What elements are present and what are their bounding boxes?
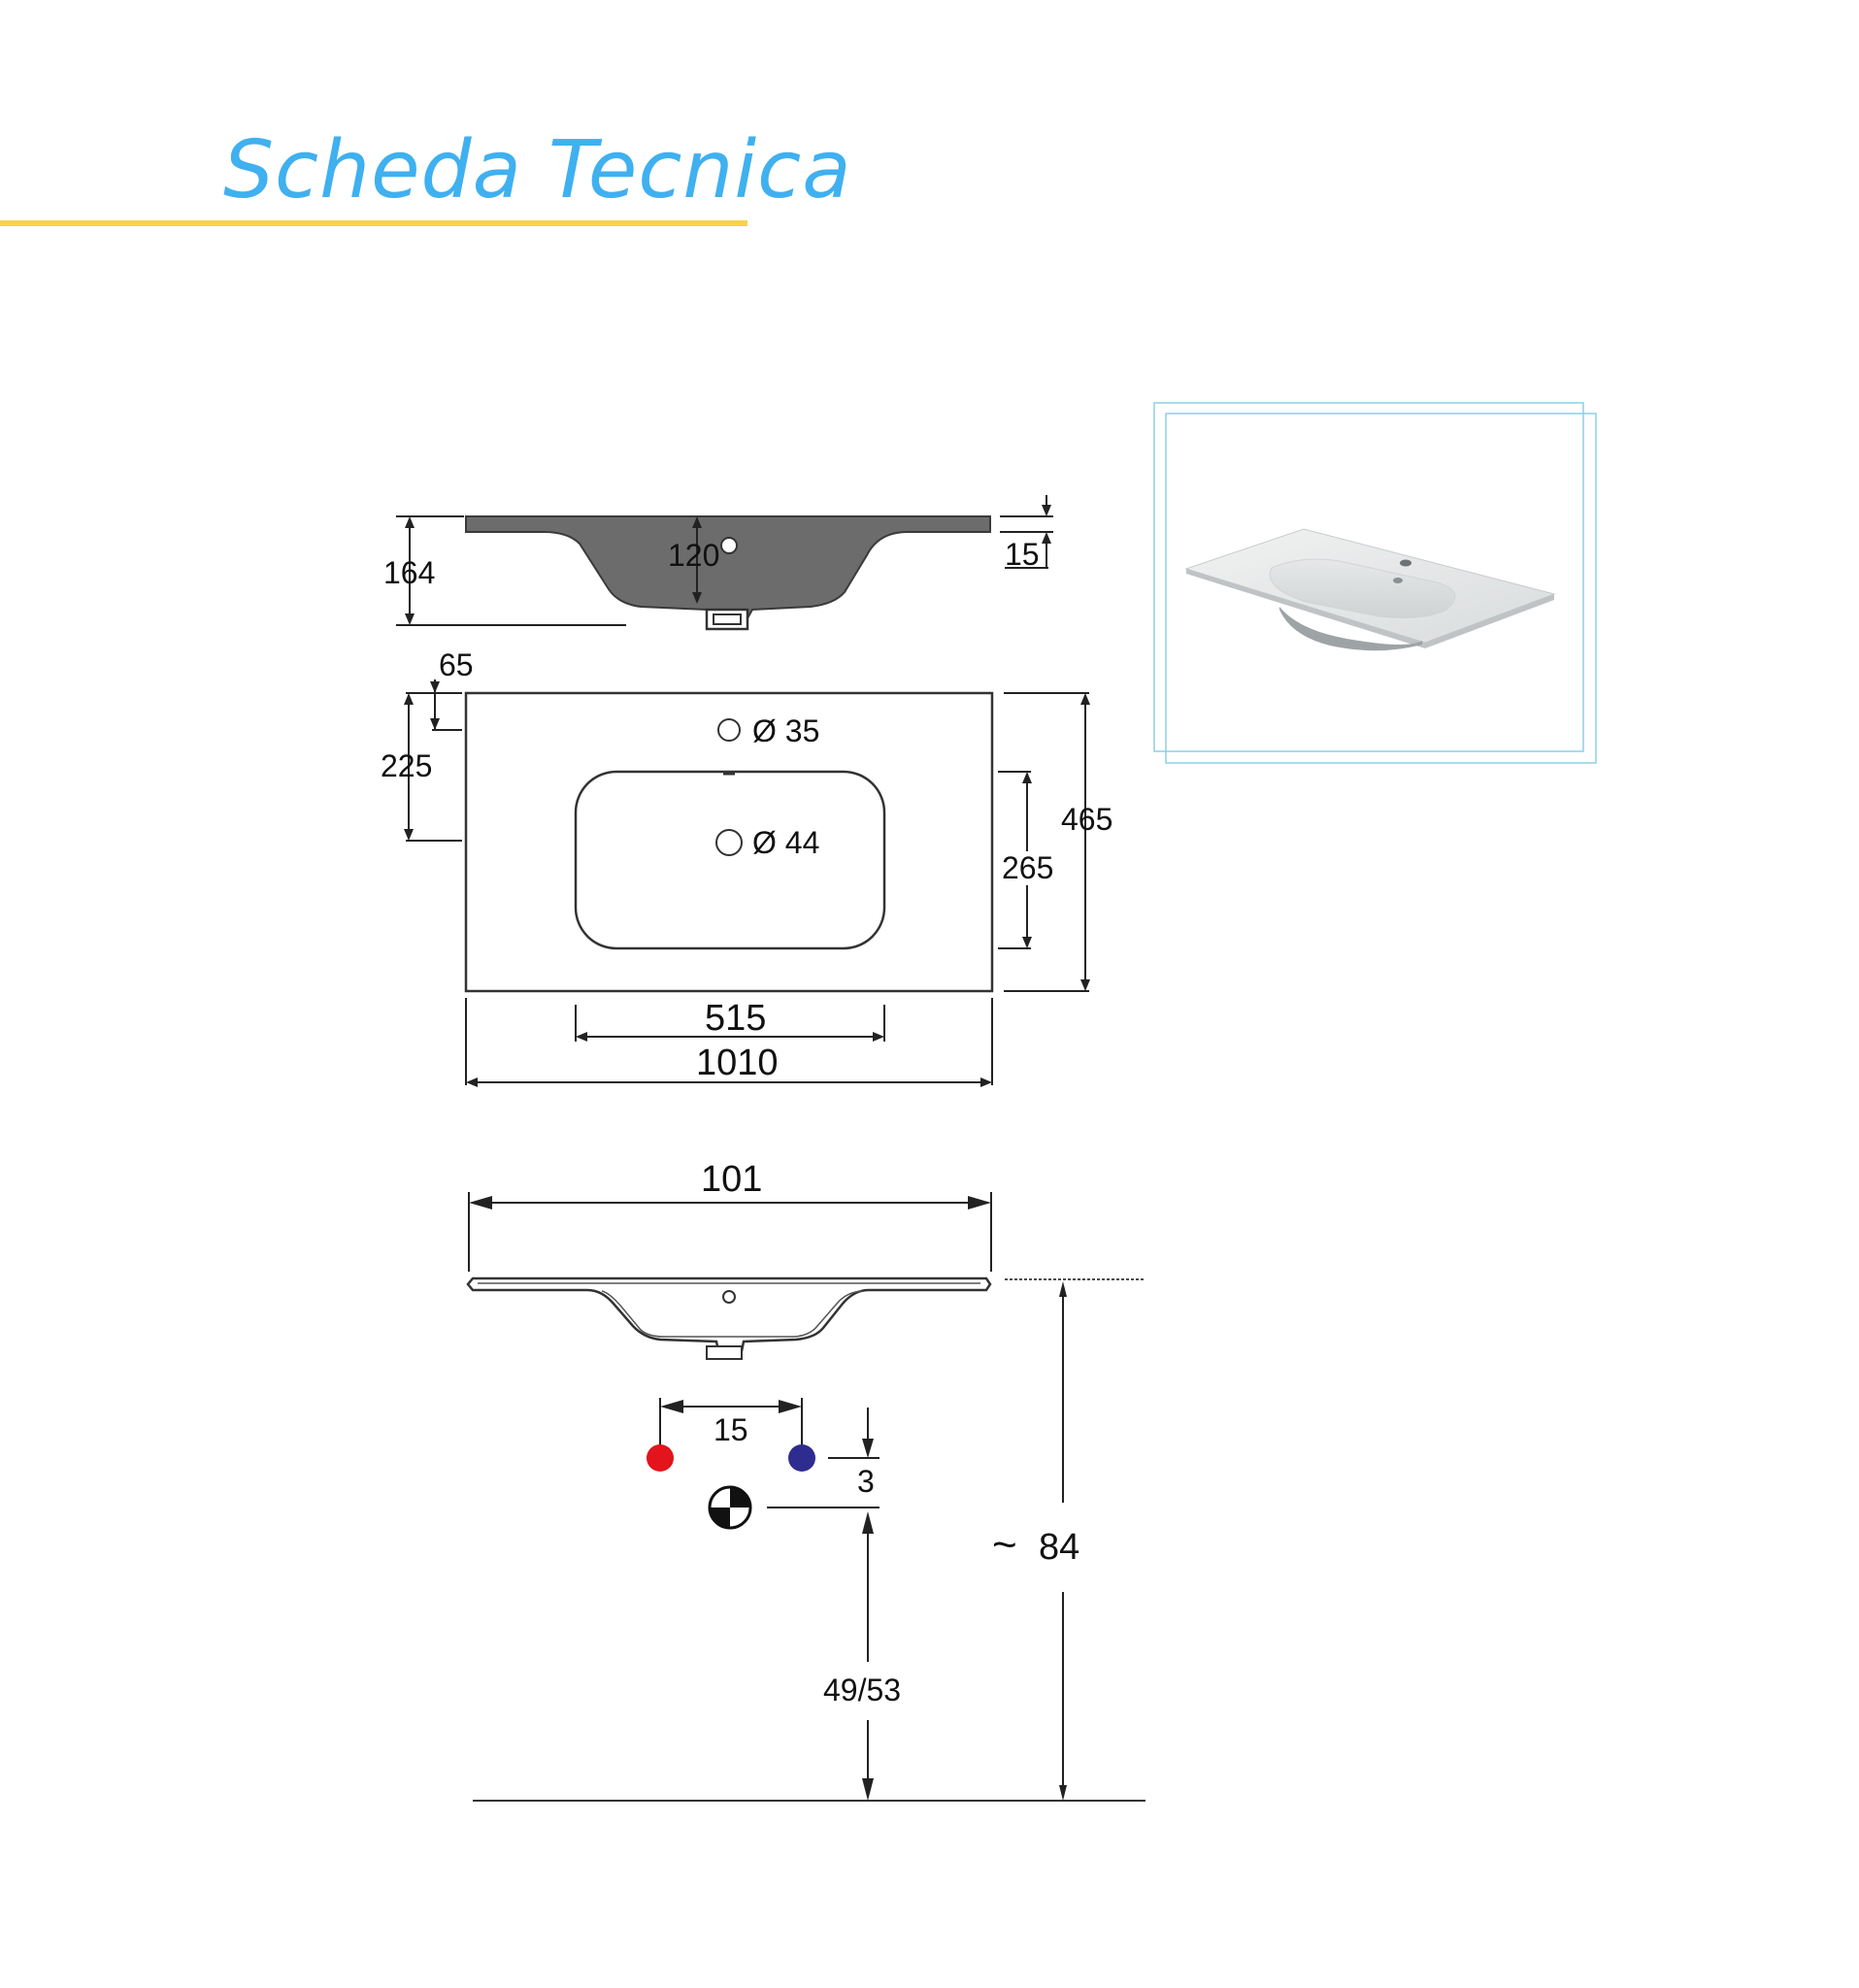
tap-hole-diameter: Ø 35 — [752, 713, 819, 748]
product-photo — [1153, 402, 1597, 764]
dim-supply-offset: 3 — [857, 1464, 875, 1499]
tap-hole — [717, 718, 741, 742]
overflow-hole — [720, 537, 738, 554]
dim-rim-height-prefix: ~ — [992, 1521, 1017, 1569]
drain-hole — [715, 829, 743, 856]
basin-front-profile — [466, 1276, 992, 1353]
bowl-outline — [574, 770, 886, 950]
dim-tap-offset: 65 — [439, 647, 474, 682]
dim-depth: 164 — [383, 555, 435, 590]
dim-tap-depth: 225 — [381, 748, 432, 783]
overflow-hole-front — [722, 1290, 736, 1304]
waste-outlet-symbol — [708, 1485, 752, 1530]
plan-view: Ø 35 Ø 44 65 225 465 265 51 — [381, 647, 1112, 1087]
dim-install-width: 101 — [701, 1159, 762, 1200]
cold-water-supply — [788, 1444, 815, 1472]
title-underline — [0, 220, 747, 226]
drain-diameter: Ø 44 — [752, 825, 819, 860]
hot-water-supply — [647, 1444, 674, 1472]
dim-drain-height: 49/53 — [823, 1673, 901, 1707]
page-title: Scheda Tecnica — [223, 124, 852, 216]
dim-drain-depth: 120 — [668, 538, 719, 573]
dim-overall-depth: 465 — [1061, 802, 1112, 837]
dim-bowl-depth: 265 — [1002, 850, 1053, 885]
dim-bowl-width: 515 — [705, 998, 766, 1039]
section-view: 164 120 15 — [383, 495, 1053, 631]
dim-overall-width: 1010 — [696, 1043, 779, 1083]
dim-rim-height: 84 — [1039, 1527, 1079, 1568]
dim-rim-thickness: 15 — [1005, 537, 1040, 572]
installation-view: 101 15 3 49/53 — [466, 1159, 1145, 1802]
dim-supply-spacing: 15 — [714, 1412, 748, 1447]
